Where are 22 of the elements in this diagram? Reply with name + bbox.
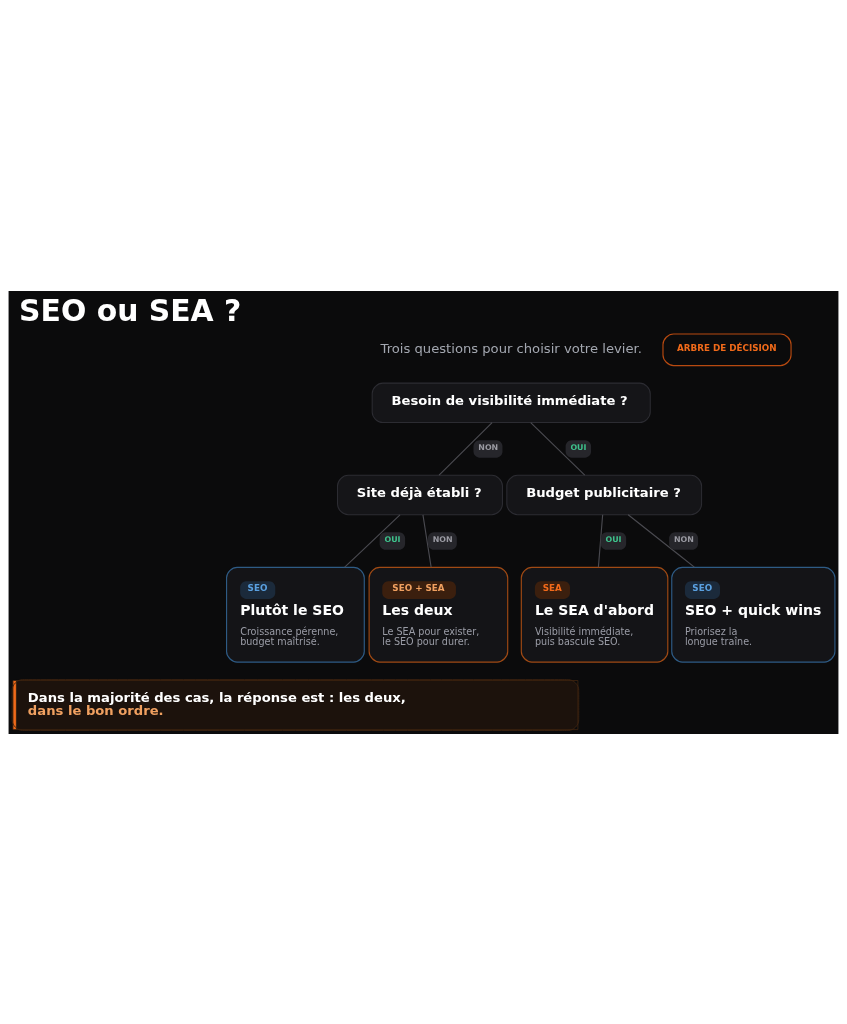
- node-box: Site déjà établi ?: [337, 474, 503, 515]
- node-box: Besoin de visibilité immédiate ?: [371, 382, 651, 423]
- label: Trois questions pour choisir votre levier.: [380, 340, 642, 356]
- connector: [597, 513, 604, 568]
- node-box: ARBRE DE DÉCISION: [662, 332, 792, 366]
- edge-label: OUI: [384, 534, 401, 544]
- node-box: SEO + SEA Les deux Le SEA pour exister, le SEO pour durer.: [368, 566, 509, 663]
- edge-label: NON: [478, 442, 499, 452]
- node-box: SEA Le SEA d'abord Visibilité immédiate, puis bascule SEO.: [520, 566, 669, 663]
- edge-label: NON: [673, 534, 694, 544]
- connector: [627, 513, 695, 568]
- diagram-title: SEO ou SEA ?: [19, 292, 242, 328]
- edge-label: OUI: [605, 534, 622, 544]
- node-box: SEO Plutôt le SEO Croissance pérenne, budget maîtrisé.: [226, 566, 365, 663]
- connector: [438, 421, 493, 476]
- edge-label: NON: [432, 534, 453, 544]
- node-box: SEO SEO + quick wins Priorisez la longue traîne.: [671, 566, 836, 663]
- node-box: Budget publicitaire ?: [506, 474, 703, 515]
- edge-label: OUI: [570, 442, 587, 452]
- connector: [422, 513, 432, 568]
- connector: [344, 513, 401, 568]
- connector: [530, 421, 586, 476]
